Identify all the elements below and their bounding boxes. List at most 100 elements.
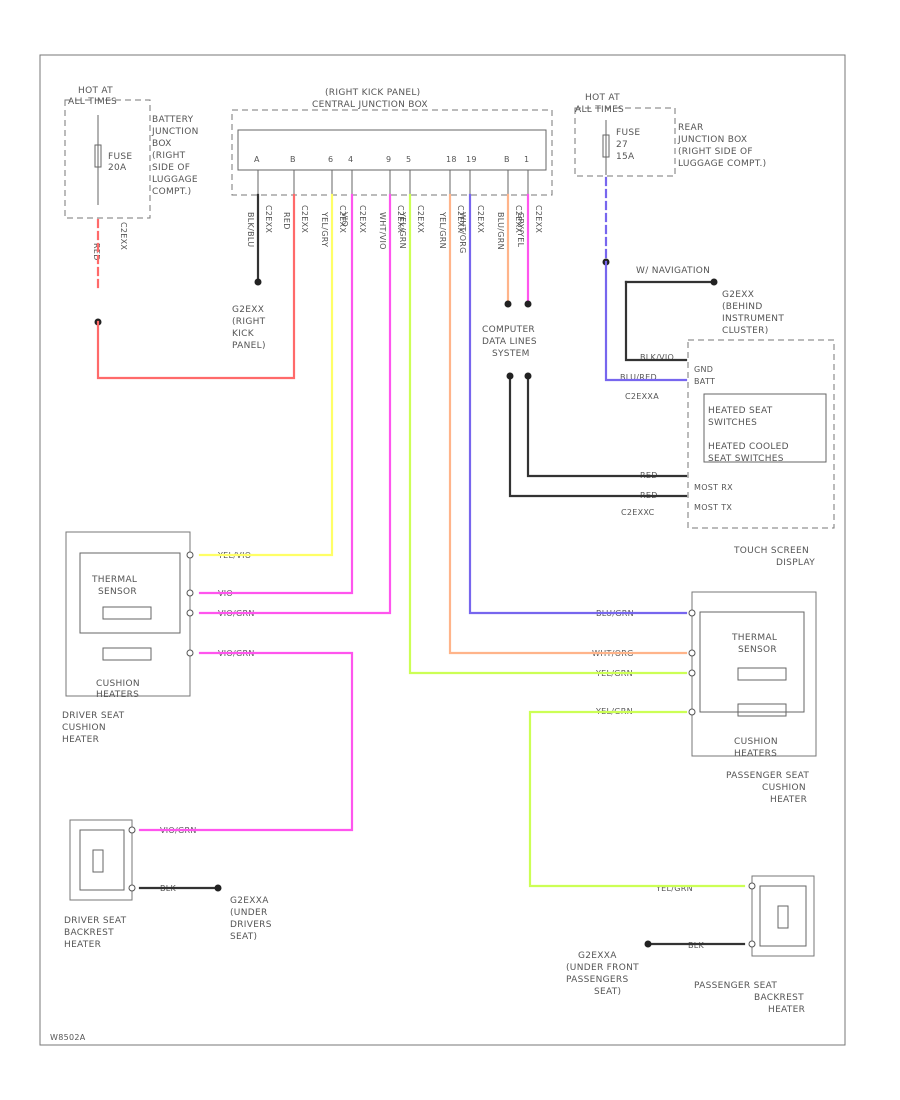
- pin-wire-color: RED: [282, 212, 291, 230]
- pin-connector: C2EXX: [456, 205, 465, 233]
- rear-junction-box: HOT AT ALL TIMES FUSE 27 15A REAR JUNCTI…: [574, 93, 766, 177]
- central-junction-box: (RIGHT KICK PANEL) CENTRAL JUNCTION BOX …: [231, 88, 553, 254]
- drv-element-1-icon: [102, 606, 152, 620]
- batt-loc-7: COMPT.): [152, 187, 191, 197]
- drv-gnd-1: G2EXXA: [230, 896, 269, 906]
- central-title-1: (RIGHT KICK PANEL): [325, 88, 420, 98]
- pin-wire-color: BLU/GRN: [496, 212, 505, 250]
- terminal: [186, 551, 194, 559]
- fuse-15a-icon: [602, 134, 610, 158]
- wire-peach: [448, 193, 688, 655]
- pin-connector: C2EXX: [476, 205, 485, 233]
- ground-pass-dot: [644, 940, 652, 948]
- terminal: [688, 669, 696, 677]
- computer-data-1: COMPUTER: [482, 325, 535, 335]
- passenger-backrest-heater: PASSENGER SEAT BACKREST HEATER YEL/GRN B…: [566, 875, 815, 1015]
- rear-ground-2: (BEHIND: [722, 302, 763, 312]
- pin-connector: C2EXX: [338, 205, 347, 233]
- wire-lime-2: [528, 710, 746, 888]
- drv-outer-3: HEATER: [62, 735, 99, 745]
- wire-red-battery-lower: [96, 193, 296, 380]
- switch-label-1: HEATED SEAT: [708, 406, 773, 416]
- ts-label-1: TOUCH SCREEN: [733, 546, 809, 556]
- rear-loc-1: REAR: [678, 123, 704, 133]
- wire-blue-1: [468, 193, 688, 615]
- ts-wire-blk: BLK/VIO: [640, 353, 674, 362]
- batt-loc-5: SIDE OF: [152, 163, 190, 173]
- rear-loc-2: JUNCTION BOX: [677, 135, 747, 145]
- rear-fuse-1: FUSE: [616, 128, 640, 138]
- terminal: [688, 609, 696, 617]
- rear-loc-4: LUGGAGE COMPT.): [678, 159, 766, 169]
- batt-loc-2: JUNCTION: [151, 127, 199, 137]
- junction-pins: AC2EXXBLK/BLUBC2EXXRED6C2EXXYEL/GRY4C2EX…: [246, 155, 543, 254]
- pin-connector: C2EXX: [264, 205, 273, 233]
- ts-conn-bottom: C2EXXC: [621, 508, 655, 517]
- pass-gnd-2: (UNDER FRONT: [566, 963, 639, 973]
- pin-number: 6: [328, 155, 333, 164]
- pin-connector: C2EXX: [514, 205, 523, 233]
- pin-connector: C2EXX: [416, 205, 425, 233]
- switch-label-2: SWITCHES: [708, 418, 757, 428]
- drv-inner-2: HEATERS: [96, 690, 139, 700]
- pin-number: A: [254, 155, 260, 164]
- battery-junction-outline: [64, 99, 151, 219]
- drv-thermal-1: THERMAL: [91, 575, 137, 585]
- ts-pin-gnd: GND: [694, 365, 713, 374]
- touch-screen-outline: [687, 339, 835, 529]
- hot-at-line-2: ALL TIMES: [68, 97, 117, 107]
- rear-ground-4: CLUSTER): [722, 326, 769, 336]
- batt-loc-6: LUGGAGE: [152, 175, 198, 185]
- pin-number: 9: [386, 155, 391, 164]
- pin-wire-color: WHT/ORG: [458, 212, 467, 254]
- nav-gnd-dot: [710, 278, 718, 286]
- drv-inner-1: CUSHION: [96, 679, 140, 689]
- wire-blk-nav-2: [624, 280, 688, 362]
- pin-wire-color: WHT/VIO: [378, 212, 387, 250]
- pass-outer-1: PASSENGER SEAT: [726, 771, 809, 781]
- wire-yellow: [198, 193, 334, 557]
- central-title-2: CENTRAL JUNCTION BOX: [312, 100, 428, 110]
- frame-code: W8502A: [50, 1033, 86, 1042]
- ground-kick-dot: [254, 278, 262, 286]
- ground-drv-dot: [214, 884, 222, 892]
- terminal: [128, 826, 136, 834]
- navigation-label: W/ NAVIGATION: [636, 266, 710, 276]
- pass-gnd-3: PASSENGERS: [566, 975, 628, 985]
- diagram-frame: [39, 54, 846, 1046]
- pass-outer-2: CUSHION: [762, 783, 806, 793]
- ts-label-2: DISPLAY: [776, 558, 815, 568]
- wire-magenta-1: [198, 193, 354, 595]
- drv-backrest-loop: [79, 829, 125, 891]
- rear-hot-at-2: ALL TIMES: [575, 105, 624, 115]
- pass-back-wire: YEL/GRN: [655, 884, 693, 893]
- fuse-label-2: 20A: [108, 163, 127, 173]
- drv-gnd-3: DRIVERS: [230, 920, 272, 930]
- drv-backrest-resistor-icon: [92, 849, 104, 873]
- pin-wire-color: VIO: [340, 212, 349, 227]
- fuse-20a-icon: [94, 144, 102, 168]
- terminal: [186, 589, 194, 597]
- touch-screen-display: GND BATT BLK/VIO BLU/RED C2EXXA HEATED S…: [620, 339, 835, 568]
- pin-number: 1: [524, 155, 529, 164]
- pin-connector: C2EXX: [358, 205, 367, 233]
- drv-thermal-2: SENSOR: [98, 587, 137, 597]
- pass-back-gnd-wire: BLK: [688, 941, 705, 950]
- wire-can-1: [526, 376, 688, 478]
- hot-at-line-1: HOT AT: [78, 86, 113, 96]
- drv-back-1: DRIVER SEAT: [64, 916, 127, 926]
- pass-backrest-outline: [751, 875, 815, 957]
- driver-cushion-heater: THERMAL SENSOR CUSHION HEATERS DRIVER SE…: [62, 531, 254, 745]
- terminal: [186, 609, 194, 617]
- terminal: [186, 649, 194, 657]
- pin-connector: C2EXX: [396, 205, 405, 233]
- pass-inner-1: CUSHION: [734, 737, 778, 747]
- drv-backrest-outline: [69, 819, 133, 901]
- wire-can-2: [508, 376, 688, 498]
- wire-blue-rear-lower: [604, 260, 688, 382]
- batt-connector-label: C2EXX: [119, 222, 128, 250]
- drv-back-3: HEATER: [64, 940, 101, 950]
- ts-wire-blu: BLU/RED: [620, 373, 657, 382]
- switches-box: [703, 393, 827, 463]
- rear-ground-3: INSTRUMENT: [722, 314, 784, 324]
